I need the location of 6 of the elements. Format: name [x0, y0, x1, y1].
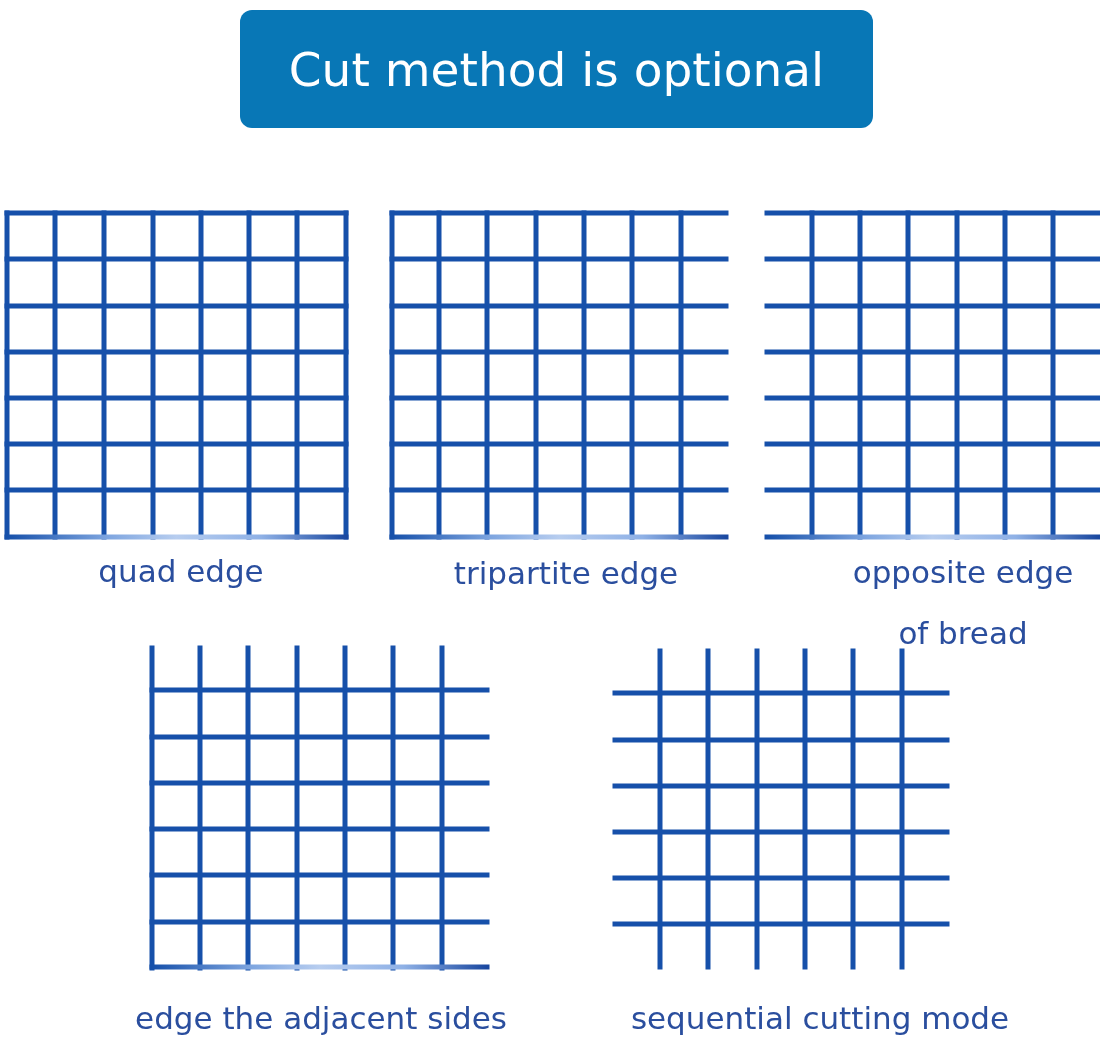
title-banner: Cut method is optional: [240, 10, 873, 128]
caption: sequential cutting mode: [630, 1000, 1010, 1036]
caption: tripartite edge: [453, 555, 679, 591]
caption: quad edge: [98, 553, 264, 589]
caption: opposite edge of bread: [851, 553, 1075, 653]
caption: edge the adjacent sides: [135, 1000, 507, 1036]
